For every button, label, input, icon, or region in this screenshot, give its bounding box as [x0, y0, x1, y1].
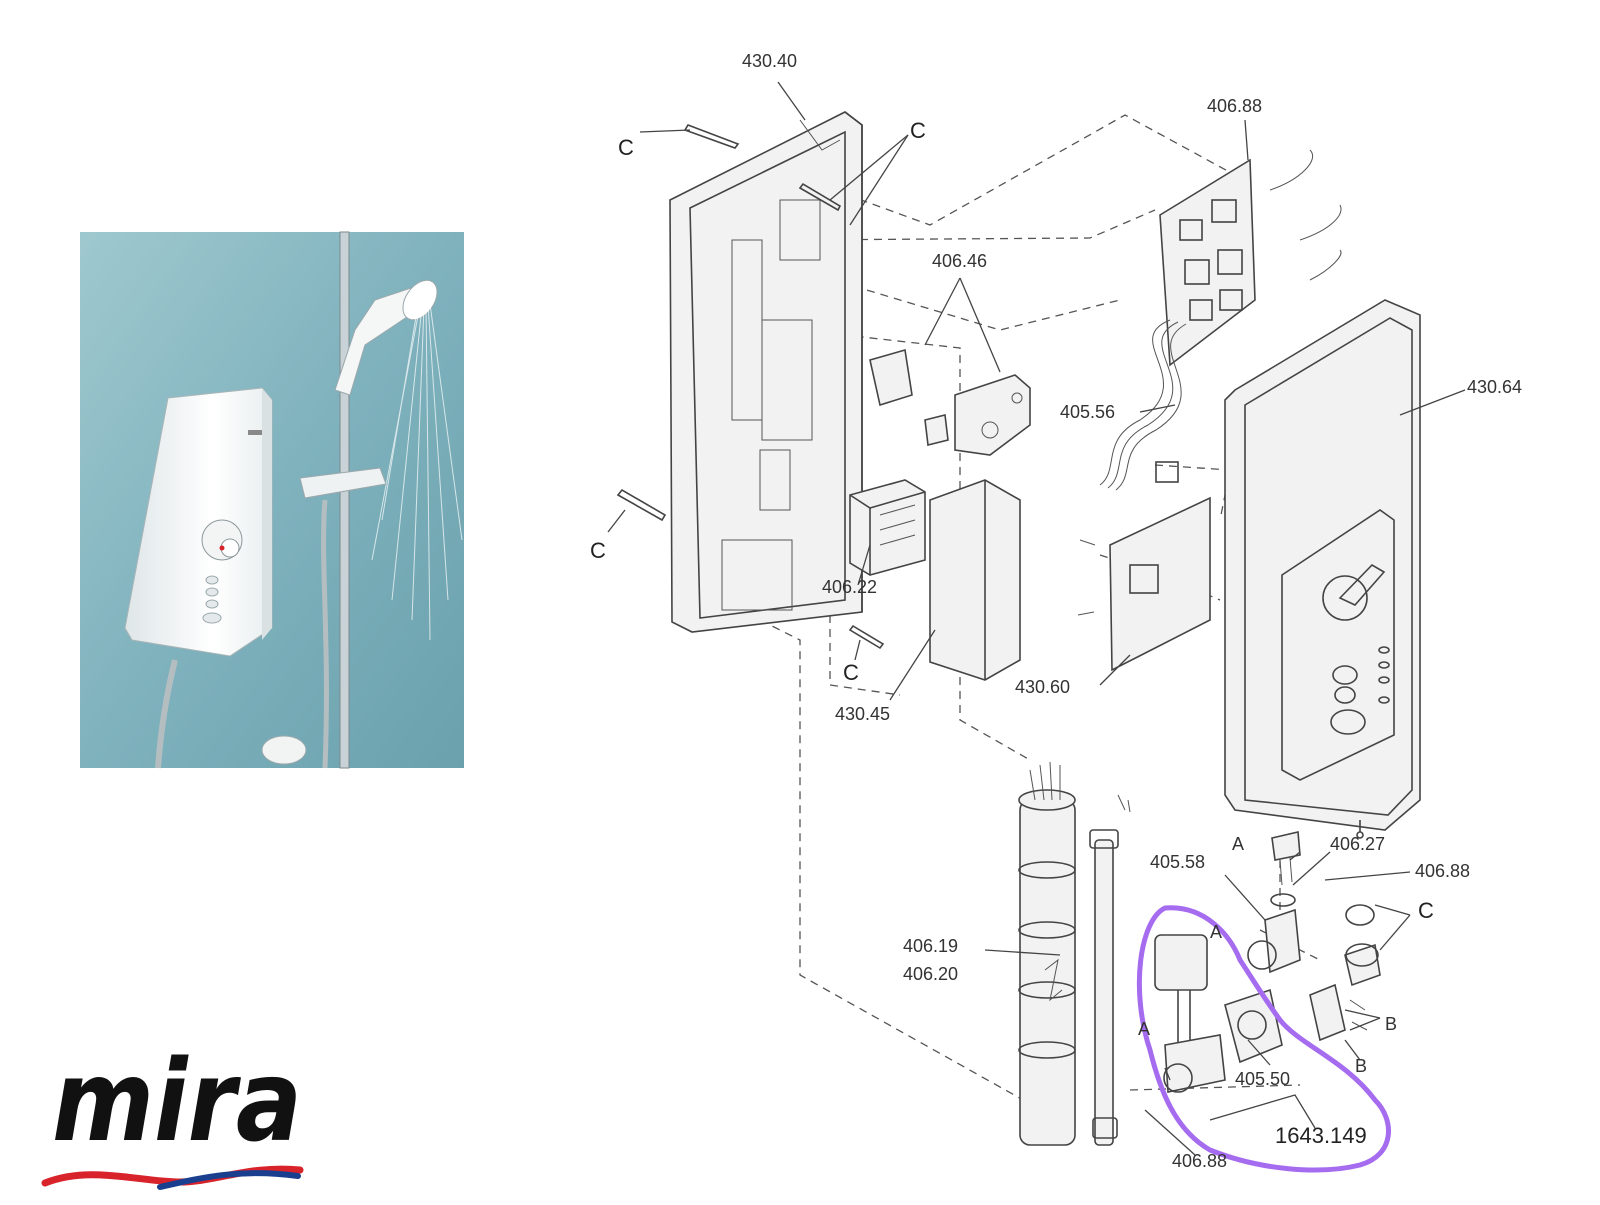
label-c-screw-top: C [910, 118, 926, 143]
cover-430-45 [929, 479, 1021, 681]
label-406-19: 406.19 [903, 936, 958, 956]
logo-swoosh-blue [157, 1170, 301, 1190]
label-406-88-pcb: 406.88 [1207, 96, 1262, 116]
label-406-22: 406.22 [822, 577, 877, 597]
label-430-64: 430.64 [1467, 377, 1522, 397]
label-406-88-bottom: 406.88 [1172, 1151, 1227, 1171]
label-430-45: 430.45 [835, 704, 890, 724]
backplate-430-40 [669, 111, 863, 633]
leader-lines [607, 81, 1466, 1156]
water-spray [371, 303, 463, 641]
terminal-block-406-46 [869, 348, 1031, 456]
product-photo [80, 231, 464, 769]
label-c-screw-left: C [590, 538, 606, 563]
label-406-88-right: 406.88 [1415, 861, 1470, 881]
label-c-fittings: C [1418, 898, 1434, 923]
label-a-solenoid: A [1210, 922, 1222, 942]
label-405-50: 405.50 [1235, 1069, 1290, 1089]
compression-fittings [1309, 904, 1381, 1042]
control-board-430-60 [1077, 496, 1211, 672]
label-405-58: 405.58 [1150, 852, 1205, 872]
inlet-fitting-405-58 [1247, 820, 1364, 974]
mira-wordmark: mira [52, 1037, 302, 1167]
label-c-screw-top-left: C [618, 135, 634, 160]
label-406-20: 406.20 [903, 964, 958, 984]
label-c-screw-bottom: C [843, 660, 859, 685]
pcb-406-88 [1159, 149, 1342, 367]
label-b-bracket-right: B [1385, 1014, 1397, 1034]
label-a-inlet: A [1232, 834, 1244, 854]
label-1643-149: 1643.149 [1275, 1123, 1367, 1148]
label-a-tank: A [1138, 1019, 1150, 1039]
solenoid-valve-1643-149 [1154, 934, 1283, 1093]
label-430-60: 430.60 [1015, 677, 1070, 697]
heater-tank-406-19 [1018, 761, 1131, 1146]
label-406-46: 406.46 [932, 251, 987, 271]
shower-unit-photo [124, 387, 273, 657]
label-406-27: 406.27 [1330, 834, 1385, 854]
wiring-loom-405-56 [1099, 319, 1187, 491]
mira-logo: mira [41, 1037, 304, 1190]
label-405-56: 405.56 [1060, 402, 1115, 422]
front-cover-430-64 [1224, 299, 1421, 831]
highlight-outline [1136, 905, 1391, 1173]
transformer-406-22 [849, 479, 926, 576]
fixing-screws [616, 124, 885, 650]
label-430-40: 430.40 [742, 51, 797, 71]
label-b-bracket: B [1355, 1056, 1367, 1076]
